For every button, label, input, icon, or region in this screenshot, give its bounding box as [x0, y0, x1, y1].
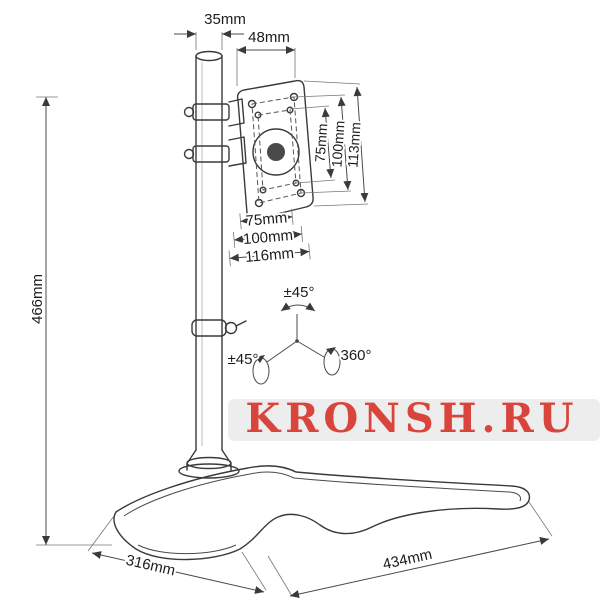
base-dimensions: 316mm 434mm	[87, 501, 553, 598]
vesa-plate	[236, 79, 314, 221]
height-dimension: 466mm	[27, 96, 112, 546]
ext-100-bottom	[300, 190, 352, 194]
base	[113, 465, 531, 561]
watermark-band	[228, 399, 600, 441]
clamp-bolt-1	[183, 106, 195, 118]
cable-clip	[191, 319, 227, 337]
pole-diameter-label: 35mm	[204, 11, 246, 28]
width-ext-left	[267, 555, 293, 597]
ext-100-top	[293, 94, 346, 98]
bracket-arm-bottom	[228, 136, 247, 167]
dim-b116-line	[229, 248, 310, 262]
vesa-right-75-label: 75mm	[312, 123, 331, 163]
watermark: KRONSH.RU	[228, 395, 600, 442]
tilt-arc	[280, 302, 316, 312]
dim-100-line	[337, 96, 352, 191]
base-front-thickness	[137, 544, 237, 555]
vesa-bottom-75-label: 75mm	[245, 209, 288, 230]
width-ext-right	[528, 501, 553, 537]
vesa-right-dimensions: 75mm 100mm 113mm	[289, 80, 369, 207]
plate-outline	[236, 79, 314, 221]
depth-ext-right	[241, 551, 267, 591]
vesa-hole-inner-bl	[259, 186, 267, 194]
clip-handle	[235, 320, 247, 327]
base-width-label: 434mm	[381, 546, 434, 573]
pole-top	[195, 50, 223, 62]
rotation-diagram: ±45° ±45° 360°	[226, 282, 374, 385]
vesa-hole-tl	[247, 99, 257, 109]
upper-clamp-ring-1	[192, 103, 230, 121]
vesa-right-113-label: 113mm	[344, 122, 363, 169]
dim-b100-line	[234, 230, 302, 244]
hub-inner	[267, 143, 285, 161]
width-dim-line	[289, 537, 550, 598]
bracket-width-label: 48mm	[248, 29, 290, 46]
vesa-right-100-label: 100mm	[328, 120, 347, 168]
pole	[178, 50, 247, 479]
pivot-arrow	[255, 355, 265, 363]
top-dimensions: 35mm 48mm	[174, 9, 296, 86]
bracket-arm-top	[228, 98, 245, 127]
swivel-label: 360°	[340, 347, 371, 364]
hub-outer	[252, 128, 300, 176]
foot-flange	[178, 463, 240, 479]
dim-113-line	[353, 86, 369, 203]
pivot-label: ±45°	[228, 351, 259, 368]
watermark-text: KRONSH.RU	[245, 395, 578, 442]
clamp-bolt-2	[183, 148, 195, 160]
dim-75-line	[321, 107, 335, 179]
height-label: 466mm	[29, 274, 46, 324]
ext-113-top	[303, 80, 361, 85]
depth-dim-line	[91, 551, 265, 594]
depth-ext-left	[87, 515, 115, 552]
base-top-thickness	[123, 471, 521, 517]
upper-clamp-ring-2	[192, 145, 230, 163]
neck-collar	[186, 456, 232, 470]
swivel-arrow	[326, 347, 336, 355]
dim-b75-line	[240, 213, 293, 225]
vesa-bottom-dimensions: 75mm 100mm 116mm	[228, 207, 311, 268]
rotation-line-left	[266, 340, 298, 363]
tilt-label: ±45°	[284, 284, 315, 301]
vesa-bottom-116-label: 116mm	[245, 245, 295, 266]
ext-113-bottom	[313, 203, 369, 207]
ext-75-bottom	[295, 179, 336, 184]
rotation-line-right	[296, 340, 325, 358]
ext-75-top	[289, 105, 330, 110]
clip-knob	[224, 321, 238, 335]
